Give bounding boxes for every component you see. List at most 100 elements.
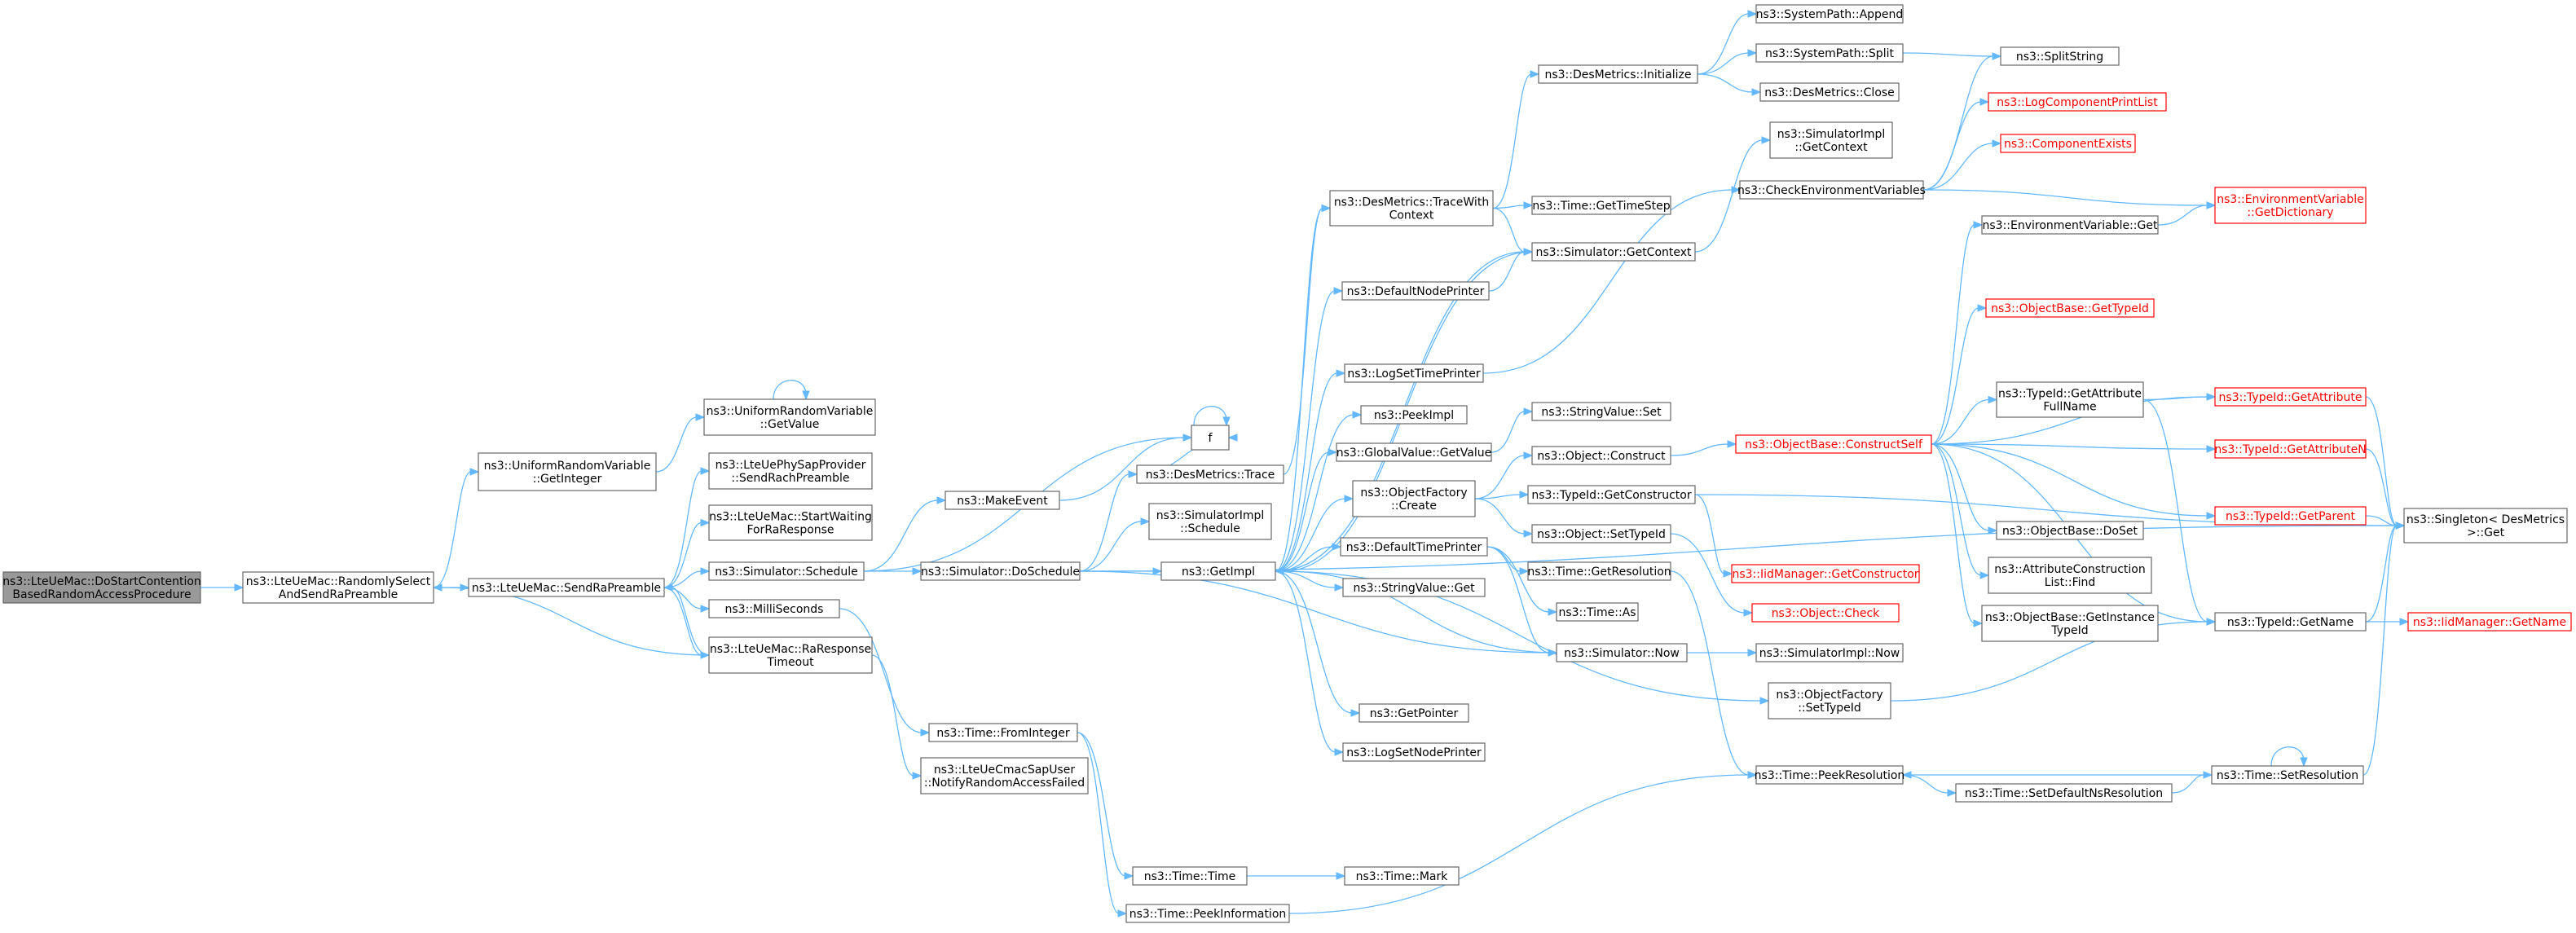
node-envvar-get[interactable]: ns3::EnvironmentVariable::Get <box>1981 215 2159 235</box>
node-root[interactable]: ns3::LteUeMac::DoStartContentionBasedRan… <box>2 571 201 604</box>
node-sim-now[interactable]: ns3::Simulator::Now <box>1556 643 1688 662</box>
edge-arrowhead <box>1274 567 1284 575</box>
edge-setres-to-setres <box>2270 746 2308 768</box>
node-compexists[interactable]: ns3::ComponentExists <box>2000 134 2136 153</box>
edge-milliseconds-to-fromint <box>839 608 931 737</box>
node-iid-getname[interactable]: ns3::IidManager::GetName <box>2407 612 2572 632</box>
edge-arrowhead <box>1747 649 1758 657</box>
node-envvar-getdict[interactable]: ns3::EnvironmentVariable::GetDictionary <box>2214 187 2367 224</box>
node-simimpl-getcontext[interactable]: ns3::SimulatorImpl::GetContext <box>1769 121 1893 159</box>
node-label: ns3::Simulator::GetContext <box>1535 246 1692 259</box>
node-typeid-getparent[interactable]: ns3::TypeId::GetParent <box>2214 506 2367 526</box>
node-deftimeprinter[interactable]: ns3::DefaultTimePrinter <box>1340 537 1488 557</box>
edge-arrowhead <box>1530 70 1540 78</box>
node-milliseconds[interactable]: ns3::MilliSeconds <box>708 599 840 618</box>
node-logcomplist[interactable]: ns3::LogComponentPrintList <box>1988 92 2167 112</box>
node-simimpl-schedule[interactable]: ns3::SimulatorImpl::Schedule <box>1148 503 1272 540</box>
edge-line <box>871 654 914 777</box>
node-defnodeprinter[interactable]: ns3::DefaultNodePrinter <box>1341 281 1490 301</box>
node-typeid-getconstructor[interactable]: ns3::TypeId::GetConstructor <box>1527 485 1696 504</box>
node-getpointer[interactable]: ns3::GetPointer <box>1358 703 1469 723</box>
node-rsasrp[interactable]: ns3::LteUeMac::RandomlySelectAndSendRaPr… <box>242 571 434 604</box>
node-objbase-doset[interactable]: ns3::ObjectBase::DoSet <box>1996 521 2144 540</box>
node-box <box>708 599 840 618</box>
edge-deftimeprinter-to-time-as <box>1486 546 1558 616</box>
node-time-as[interactable]: ns3::Time::As <box>1556 602 1639 622</box>
node-time-time[interactable]: ns3::Time::Time <box>1132 866 1248 886</box>
node-typeid-getattr[interactable]: ns3::TypeId::GetAttribute <box>2214 387 2367 407</box>
node-setdefaultns[interactable]: ns3::Time::SetDefaultNsResolution <box>1955 783 2173 803</box>
node-sim-getcontext[interactable]: ns3::Simulator::GetContext <box>1531 242 1696 262</box>
edge-line <box>1275 414 1354 572</box>
node-setres[interactable]: ns3::Time::SetResolution <box>2211 765 2364 785</box>
node-obj-settypeid[interactable]: ns3::Object::SetTypeId <box>1531 524 1671 544</box>
edge-getimpl-to-objfactory-create <box>1275 495 1354 572</box>
edge-arrowhead <box>912 567 923 575</box>
edge-arrowhead <box>2399 618 2410 626</box>
node-peekinfo[interactable]: ns3::Time::PeekInformation <box>1125 904 1290 923</box>
edge-objbase-constructself-to-typeid-getattrfull <box>1931 395 1998 445</box>
edge-line <box>1482 189 1733 374</box>
node-label: ns3::LogComponentPrintList <box>1997 96 2158 109</box>
node-time-getres[interactable]: ns3::Time::GetResolution <box>1527 561 1671 581</box>
node-fromint[interactable]: ns3::Time::FromInteger <box>928 723 1078 742</box>
edge-setres-to-peekres <box>1901 771 2212 779</box>
node-objbase-gettypeid[interactable]: ns3::ObjectBase::GetTypeId <box>1985 298 2155 318</box>
node-checkenv[interactable]: ns3::CheckEnvironmentVariables <box>1737 180 1926 200</box>
node-gv-getvalue[interactable]: ns3::GlobalValue::GetValue <box>1336 442 1492 462</box>
node-typeid-getname[interactable]: ns3::TypeId::GetName <box>2214 612 2367 632</box>
edge-arrowhead <box>2206 393 2217 401</box>
node-label: ns3::Simulator::Now <box>1564 647 1680 660</box>
node-obj-construct[interactable]: ns3::Object::Construct <box>1531 446 1671 465</box>
edge-line <box>1931 443 2208 517</box>
node-notify-failed[interactable]: ns3::LteUeCmacSapUser::NotifyRandomAcces… <box>920 757 1089 794</box>
node-splitstring[interactable]: ns3::SplitString <box>2000 46 2120 66</box>
node-singleton-get[interactable]: ns3::Singleton< DesMetrics >::Get <box>2403 508 2568 544</box>
node-urv-getval[interactable]: ns3::UniformRandomVariable::GetValue <box>703 398 876 436</box>
node-doschedule[interactable]: ns3::Simulator::DoSchedule <box>920 561 1081 581</box>
node-desm-trace[interactable]: ns3::DesMetrics::Trace <box>1136 464 1284 484</box>
node-simimpl-now[interactable]: ns3::SimulatorImpl::Now <box>1755 643 1904 662</box>
node-logsetnodeprinter[interactable]: ns3::LogSetNodePrinter <box>1342 742 1486 762</box>
node-desm-init[interactable]: ns3::DesMetrics::Initialize <box>1538 64 1698 84</box>
node-objbase-constructself[interactable]: ns3::ObjectBase::ConstructSelf <box>1735 434 1932 454</box>
node-label: Context <box>1389 209 1434 222</box>
node-typeid-getattrn[interactable]: ns3::TypeId::GetAttributeN <box>2214 439 2367 459</box>
node-getimpl[interactable]: ns3::GetImpl <box>1160 561 1276 581</box>
edge-line <box>1474 498 1526 535</box>
node-objfactory-create[interactable]: ns3::ObjectFactory::Create <box>1352 480 1476 517</box>
node-sv-set[interactable]: ns3::StringValue::Set <box>1531 402 1671 421</box>
node-label: ns3::SimulatorImpl <box>1777 128 1886 141</box>
node-stringvalue-get[interactable]: ns3::StringValue::Get <box>1342 578 1486 597</box>
node-objfactory-settypeid[interactable]: ns3::ObjectFactory::SetTypeId <box>1768 682 1891 720</box>
node-sendra[interactable]: ns3::LteUeMac::SendRaPreamble <box>468 578 665 597</box>
edge-arrowhead <box>1973 221 1984 229</box>
node-desm-close[interactable]: ns3::DesMetrics::Close <box>1759 82 1900 102</box>
node-phy-sendrach[interactable]: ns3::LteUePhySapProvider::SendRachPreamb… <box>708 452 873 490</box>
node-sp-append[interactable]: ns3::SystemPath::Append <box>1755 4 1904 24</box>
node-peekimpl[interactable]: ns3::PeekImpl <box>1360 405 1468 425</box>
edge-line <box>2362 525 2398 776</box>
node-logsettimeprinter[interactable]: ns3::LogSetTimePrinter <box>1344 363 1484 383</box>
edge-desm-trace-to-desm-tracewith <box>1283 204 1332 475</box>
node-peekres[interactable]: ns3::Time::PeekResolution <box>1755 765 1905 785</box>
node-label: ns3::ObjectFactory <box>1776 689 1882 702</box>
node-sim-schedule[interactable]: ns3::Simulator::Schedule <box>708 561 865 581</box>
node-time-mark[interactable]: ns3::Time::Mark <box>1344 866 1460 886</box>
edge-line <box>1931 443 1975 624</box>
node-obj-check[interactable]: ns3::Object::Check <box>1751 603 1900 623</box>
node-iid-getconstructor[interactable]: ns3::IidManager::GetConstructor <box>1731 564 1920 583</box>
node-box <box>1344 363 1484 383</box>
node-gettimestep[interactable]: ns3::Time::GetTimeStep <box>1531 196 1671 215</box>
node-urv-getint[interactable]: ns3::UniformRandomVariable::GetInteger <box>478 452 657 491</box>
node-f[interactable]: f <box>1191 425 1230 451</box>
node-label: ns3::IidManager::GetName <box>2413 616 2566 629</box>
node-makeevent[interactable]: ns3::MakeEvent <box>945 491 1060 510</box>
node-sp-split[interactable]: ns3::SystemPath::Split <box>1755 43 1904 63</box>
